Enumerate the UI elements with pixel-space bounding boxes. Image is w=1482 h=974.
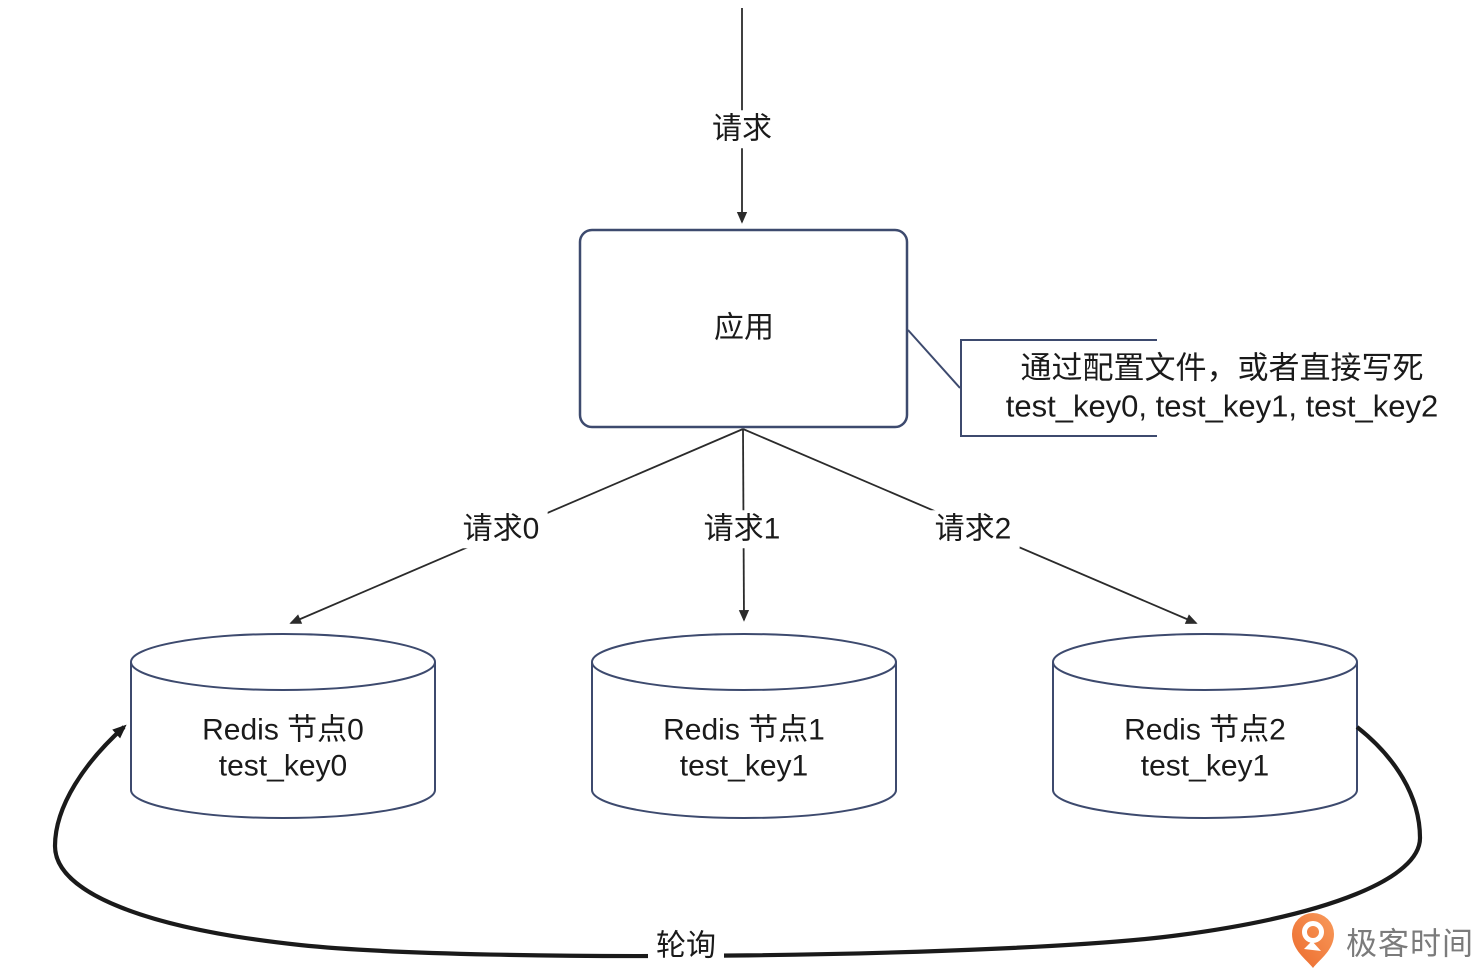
geektime-pin-icon [1292,913,1334,968]
redis-node-2-key: test_key1 [1140,749,1270,783]
branch-request-0-label: 请求0 [454,510,548,548]
redis-node-1-key: test_key1 [679,749,809,783]
callout-connector-line [907,329,961,389]
incoming-request-label: 请求 [704,110,780,148]
branch-request-1-label: 请求1 [695,510,789,548]
redis-node-2-name: Redis 节点2 [1124,713,1286,747]
redis-node-0-key: test_key0 [218,749,348,783]
redis-cylinder-0 [130,633,436,819]
redis-cylinder-2 [1052,633,1358,819]
redis-node-1-name: Redis 节点1 [663,713,825,747]
callout-note-line2: test_key0, test_key1, test_key2 [1005,388,1439,424]
app-box-shape [578,228,909,429]
callout-note-line1: 通过配置文件，或者直接写死 [1020,350,1424,386]
branch-request-2-label: 请求2 [926,510,1020,548]
app-box-label: 应用 [714,311,774,345]
callout-box [960,339,1157,437]
redis-cylinder-1 [591,633,897,819]
redis-node-0-name: Redis 节点0 [202,713,364,747]
callout-shape [907,329,1157,437]
round-robin-label: 轮询 [648,927,724,965]
geektime-logo-text: 极客时间 [1346,926,1474,962]
